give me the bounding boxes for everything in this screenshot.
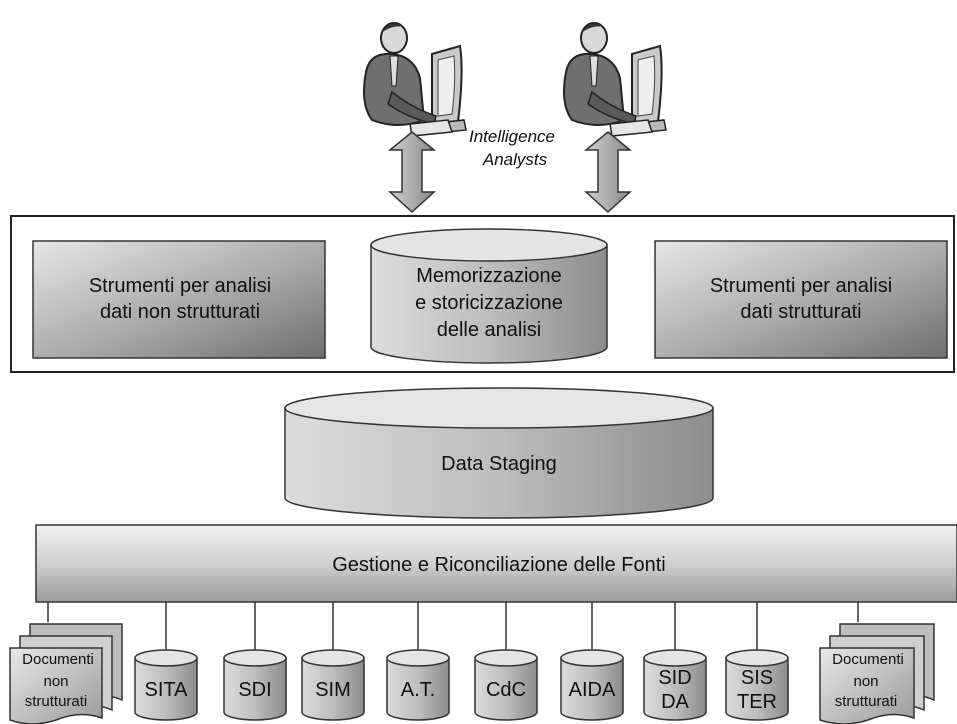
source-db-label: CdC: [486, 679, 526, 701]
source-db-body: [725, 657, 789, 721]
source-db-top: [386, 649, 450, 667]
source-db-top: [134, 649, 198, 667]
source-db-top: [301, 649, 365, 667]
source-db-top: [725, 649, 789, 667]
double-arrow-left-icon: [387, 131, 437, 214]
analysis-storage-line2: e storicizzazione: [415, 292, 563, 314]
source-db-label-line2: DA: [661, 691, 689, 713]
source-db-1: SITA: [134, 649, 198, 721]
analysis-storage-db: Memorizzazione e storicizzazione delle a…: [370, 228, 608, 364]
source-db-body: [134, 657, 198, 721]
source-db-body: [386, 657, 450, 721]
source-reconciliation-bar: Gestione e Riconciliazione delle Fonti: [35, 524, 957, 603]
analysis-storage-line1: Memorizzazione: [416, 265, 562, 287]
source-db-6: AIDA: [560, 649, 624, 721]
unstructured-documents-left: Documenti non strutturati: [9, 623, 123, 724]
source-db-3: SIM: [301, 649, 365, 721]
source-connectors: [47, 602, 859, 652]
doc-right-line1: Documenti: [832, 651, 904, 668]
source-db-label-line2: TER: [737, 691, 777, 713]
source-db-body: [560, 657, 624, 721]
source-db-label: A.T.: [401, 679, 435, 701]
double-arrow-right-icon: [583, 131, 633, 214]
analysts-label-line2: Analysts: [482, 150, 548, 169]
tools-unstructured-line2: dati non strutturati: [100, 301, 260, 323]
tools-unstructured-line1: Strumenti per analisi: [89, 275, 271, 297]
source-db-label: AIDA: [569, 679, 616, 701]
tools-unstructured-box: Strumenti per analisi dati non struttura…: [32, 240, 326, 359]
source-db-label: SID: [658, 667, 691, 689]
tools-structured-line1: Strumenti per analisi: [710, 275, 892, 297]
source-db-top: [223, 649, 287, 667]
source-db-top: [474, 649, 538, 667]
analysis-storage-line3: delle analisi: [437, 319, 542, 341]
source-db-2: SDI: [223, 649, 287, 721]
doc-left-line1: Documenti: [22, 651, 94, 668]
analysts-label-line1: Intelligence: [469, 127, 555, 146]
source-db-top: [560, 649, 624, 667]
doc-right-line2: non: [853, 673, 878, 690]
source-db-label: SDI: [238, 679, 271, 701]
source-db-body: [474, 657, 538, 721]
doc-left-line3: strutturati: [25, 693, 88, 710]
source-db-label: SIM: [315, 679, 351, 701]
doc-right-line3: strutturati: [835, 693, 898, 710]
analyst-left-icon: [363, 22, 467, 137]
source-reconciliation-label: Gestione e Riconciliazione delle Fonti: [332, 554, 666, 576]
source-db-5: CdC: [474, 649, 538, 721]
tools-structured-line2: dati strutturati: [740, 301, 861, 323]
source-db-body: [223, 657, 287, 721]
doc-left-line2: non: [43, 673, 68, 690]
source-db-label: SIS: [741, 667, 773, 689]
source-db-top: [643, 649, 707, 667]
source-db-body: [301, 657, 365, 721]
source-db-4: A.T.: [386, 649, 450, 721]
analyst-right-icon: [563, 22, 667, 137]
unstructured-documents-right: Documenti non strutturati: [819, 623, 935, 724]
source-db-label: SITA: [145, 679, 189, 701]
source-db-body: [643, 657, 707, 721]
data-staging-label: Data Staging: [441, 453, 557, 475]
tools-structured-box: Strumenti per analisi dati strutturati: [654, 240, 948, 359]
data-staging-db: Data Staging: [284, 387, 714, 519]
